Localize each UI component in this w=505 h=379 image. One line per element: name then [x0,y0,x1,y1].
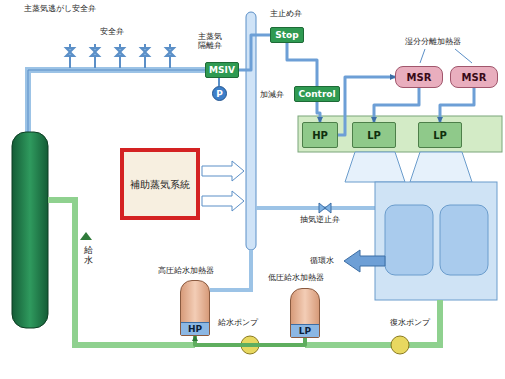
gauge-circle: P [212,86,227,101]
part-label: 低圧給水加熱器 [268,273,324,282]
part-label: 安全弁 [100,27,124,36]
condensate-pump [391,336,409,354]
pipe-connector [374,88,419,122]
part-label: 加減弁 [260,90,284,99]
pipe-connector [195,336,305,345]
part-label: 主止め弁 [270,9,302,18]
steam-pipe [28,70,205,132]
node-text: Stop [275,30,298,40]
turbine-box: LP [352,122,396,148]
reheater-box: MSR [395,66,443,88]
heater-tank: LP [290,288,320,338]
node-text: Control [298,89,335,99]
node-text: LP [367,130,381,141]
flow-arrow [202,161,244,181]
reheater-box: MSR [450,66,498,88]
turbine-casing [298,116,502,152]
check-valve [319,203,331,213]
system-box: 補助蒸気系統 [120,148,200,220]
flow-arrowhead [80,232,92,240]
node-text: MSR [462,72,487,83]
part-label: 高圧給水加熱器 [158,266,214,275]
pipe-connector [239,35,270,70]
part-label: 主蒸気逃がし安全弁 [24,4,96,13]
reactor-vessel [12,132,48,328]
pipe-connector [287,43,317,86]
flow-arrow-stem [86,236,87,240]
valve-box: Stop [270,27,304,43]
steam-pipe-edge [28,70,205,132]
part-label: 給水 [84,246,93,266]
node-text: LP [433,130,447,141]
node-text: LP [291,324,319,337]
condensate-pipe [305,300,440,345]
extraction-pipe [210,250,251,290]
extraction-pipe [256,206,375,210]
leader-line [455,49,472,63]
turbine-box: LP [418,122,462,148]
exhaust-hood [345,152,405,182]
leader-line [420,49,425,63]
part-label: 給水ポンプ [218,318,258,327]
condenser [375,182,497,300]
flow-arrow [202,191,244,211]
turbine-box: HP [302,122,338,148]
node-text: 補助蒸気系統 [130,178,190,191]
part-label: 復水ポンプ [390,318,430,327]
part-label: 主蒸気隔離弁 [198,32,224,50]
safety-valves [66,44,174,68]
heater-tank: HP [180,280,210,336]
water-arrow [344,250,385,272]
node-text: MSR [407,72,432,83]
exhaust-hood [410,152,472,182]
node-text: HP [181,322,209,335]
valve-box: Control [294,86,340,102]
tube-bundle [385,205,433,275]
pipe-connector [440,88,474,122]
tube-bundle [440,205,488,275]
part-label: 湿分分離加熱器 [405,37,461,46]
node-text: HP [312,130,328,141]
node-text: MSIV [209,65,235,75]
valve-box: MSIV [205,62,239,78]
node-text: P [216,89,223,99]
pipe-connector [317,102,320,122]
part-label: 循環水 [310,256,334,265]
part-label: 抽気逆止弁 [300,215,340,224]
